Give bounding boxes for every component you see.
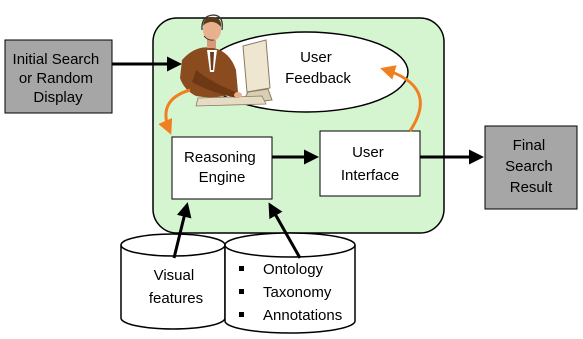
reasoning-line-2: Engine (199, 169, 246, 186)
knowledge-item-ontology: Ontology (263, 261, 324, 278)
user-feedback-line-2: Feedback (285, 70, 351, 87)
initial-search-label: Initial Search or Random Display (13, 51, 104, 106)
final-search-result-label: Final Search Result (505, 137, 557, 196)
bullet-taxonomy (239, 289, 244, 294)
bullet-ontology (239, 266, 244, 271)
user-feedback-label: User Feedback (285, 49, 351, 87)
final-line-1: Final (513, 137, 546, 154)
reasoning-line-1: Reasoning (184, 149, 256, 166)
knowledge-label: Ontology Taxonomy Annotations (263, 261, 342, 324)
reasoning-engine-node: Reasoning Engine (171, 136, 273, 200)
reasoning-engine-label: Reasoning Engine (184, 149, 260, 186)
visual-features-line-2: features (149, 290, 203, 307)
user-interface-node: User Interface (319, 130, 421, 197)
arrow-interface-to-feedback (380, 65, 422, 132)
visual-features-label: Visual features (149, 267, 203, 307)
knowledge-item-annotations: Annotations (263, 307, 342, 324)
final-search-result-node: Final Search Result (484, 125, 578, 210)
knowledge-item-taxonomy: Taxonomy (263, 284, 332, 301)
knowledge-database: Ontology Taxonomy Annotations (224, 232, 356, 334)
bullet-annotations (239, 312, 244, 317)
initial-search-node: Initial Search or Random Display (4, 39, 113, 114)
arrow-visual-to-reasoning (172, 202, 192, 259)
user-interface-line-1: User (352, 144, 384, 161)
initial-line-1: Initial Search (13, 51, 100, 68)
initial-line-3: Display (33, 89, 83, 106)
visual-features-database: Visual features (120, 233, 226, 330)
arrow-feedback-to-reasoning (158, 88, 191, 135)
visual-features-line-1: Visual (154, 267, 195, 284)
initial-line-2: or Random (19, 70, 93, 87)
final-line-3: Result (510, 179, 553, 196)
arrow-knowledge-to-reasoning (268, 202, 302, 259)
final-line-2: Search (505, 158, 553, 175)
user-feedback-line-1: User (300, 49, 332, 66)
user-interface-line-2: Interface (341, 167, 399, 184)
person-at-computer-icon (180, 14, 273, 107)
user-interface-label: User Interface (341, 144, 399, 184)
